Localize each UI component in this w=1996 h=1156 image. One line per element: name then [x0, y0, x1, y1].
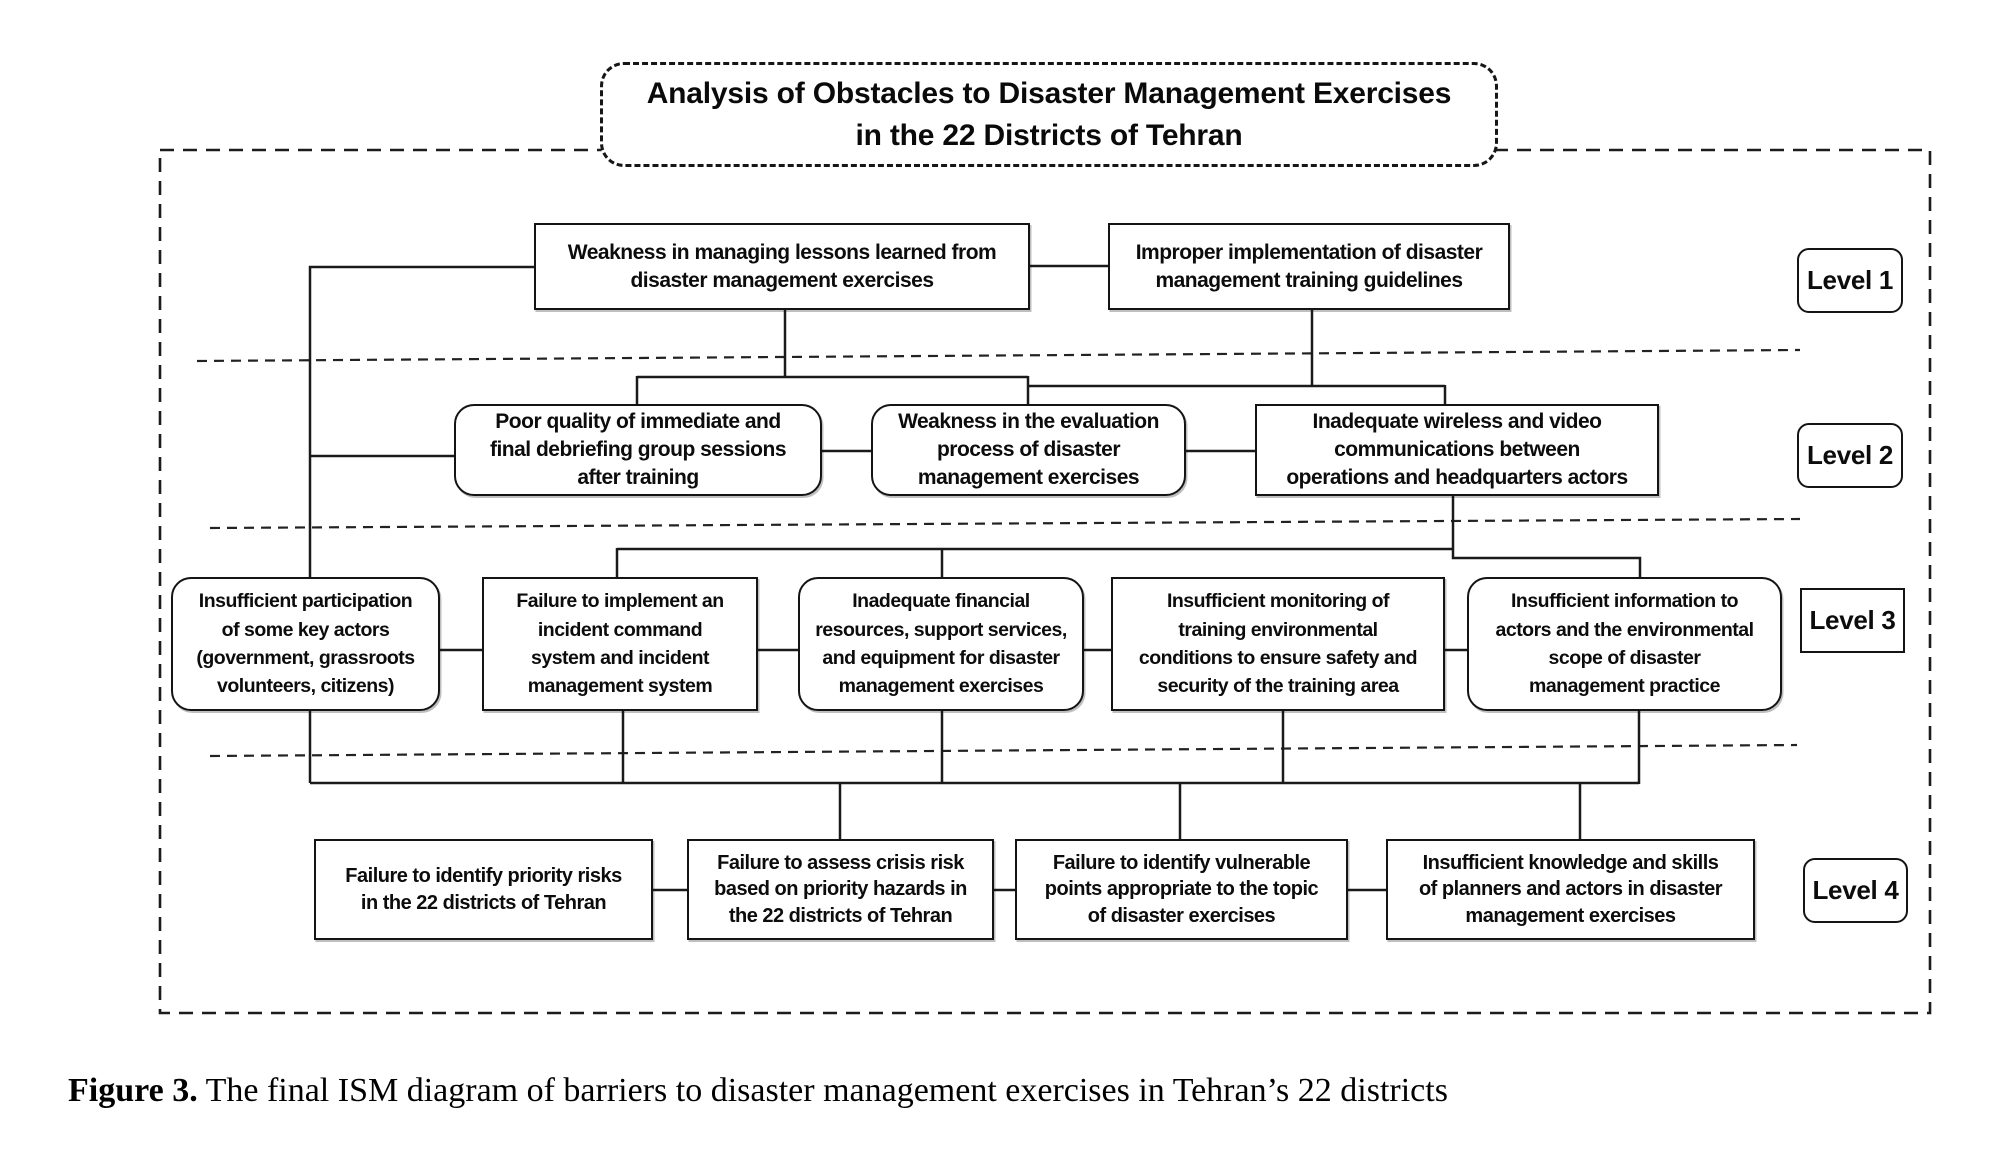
node-failure-identify-priority-risks: Failure to identify priority risks in th… — [314, 839, 653, 940]
level-separator-lines — [196, 348, 1801, 758]
node-insufficient-knowledge-skills: Insufficient knowledge and skills of pla… — [1386, 839, 1755, 940]
diagram-title: Analysis of Obstacles to Disaster Manage… — [600, 62, 1498, 167]
figure-caption: Figure 3. The final ISM diagram of barri… — [68, 1072, 1948, 1110]
figure-caption-text: The final ISM diagram of barriers to dis… — [197, 1072, 1448, 1109]
level-4-label: Level 4 — [1803, 858, 1908, 923]
node-inadequate-financial-resources: Inadequate financial resources, support … — [798, 577, 1084, 711]
node-inadequate-wireless-video: Inadequate wireless and video communicat… — [1255, 404, 1659, 496]
node-failure-assess-crisis-risk: Failure to assess crisis risk based on p… — [687, 839, 994, 940]
node-weakness-lessons-learned: Weakness in managing lessons learned fro… — [534, 223, 1030, 310]
node-insufficient-monitoring-training: Insufficient monitoring of training envi… — [1111, 577, 1445, 711]
node-weakness-evaluation-process: Weakness in the evaluation process of di… — [871, 404, 1186, 496]
node-insufficient-participation: Insufficient participation of some key a… — [171, 577, 440, 711]
level-2-label: Level 2 — [1797, 423, 1903, 488]
level-3-label: Level 3 — [1800, 588, 1905, 653]
figure-caption-number: Figure 3. — [68, 1072, 198, 1109]
node-failure-identify-vulnerable-points: Failure to identify vulnerable points ap… — [1015, 839, 1348, 940]
node-insufficient-information-actors: Insufficient information to actors and t… — [1467, 577, 1782, 711]
node-poor-quality-debriefing: Poor quality of immediate and final debr… — [454, 404, 822, 496]
node-failure-incident-command: Failure to implement an incident command… — [482, 577, 758, 711]
node-improper-implementation-guidelines: Improper implementation of disaster mana… — [1108, 223, 1510, 310]
level-1-label: Level 1 — [1797, 248, 1903, 313]
